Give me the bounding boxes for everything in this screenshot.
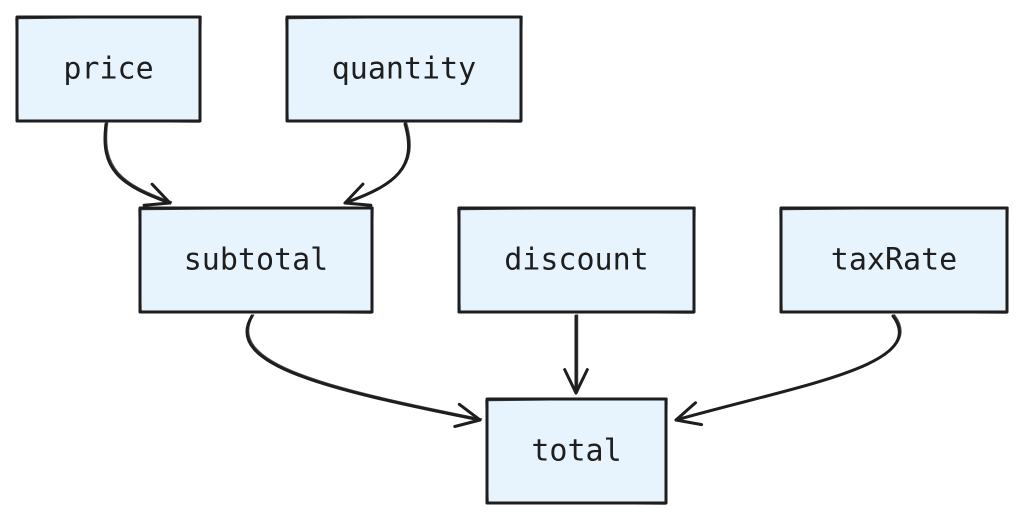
- node-label: quantity: [332, 52, 477, 87]
- node-box: [779, 206, 1009, 314]
- node-quantity[interactable]: quantity: [285, 15, 523, 123]
- node-price[interactable]: price: [15, 15, 202, 123]
- edge-line: [103, 122, 172, 205]
- node-box: [457, 206, 696, 314]
- edge-price-to-subtotal: [103, 122, 173, 207]
- edge-line: [674, 314, 901, 422]
- arrow-head-icon: [343, 182, 373, 207]
- node-box-sketch: [457, 206, 696, 314]
- arrow-head-icon: [674, 401, 704, 427]
- node-taxRate[interactable]: taxRate: [779, 206, 1009, 314]
- node-label: total: [531, 434, 621, 469]
- node-box-sketch: [285, 15, 523, 123]
- arrow-head-icon: [453, 402, 482, 428]
- arrow-head-icon: [142, 182, 172, 207]
- edge-subtotal-to-total: [245, 314, 483, 428]
- node-box-sketch: [485, 397, 668, 505]
- edge-discount-to-total: [563, 314, 589, 395]
- node-label: discount: [504, 243, 649, 278]
- edge-taxRate-to-total: [674, 314, 902, 427]
- node-total[interactable]: total: [485, 397, 668, 505]
- node-label: taxRate: [831, 243, 957, 278]
- edge-line: [245, 314, 482, 422]
- node-discount[interactable]: discount: [457, 206, 696, 314]
- edge-quantity-to-subtotal: [343, 122, 411, 207]
- node-box-sketch: [779, 206, 1009, 314]
- edge-line-sketch: [247, 314, 483, 420]
- node-box-sketch: [138, 206, 374, 314]
- edge-line-sketch: [676, 314, 902, 420]
- node-label: price: [63, 52, 153, 87]
- edges-layer: [103, 122, 902, 428]
- arrow-head-icon: [563, 368, 589, 395]
- edge-line-sketch: [345, 122, 411, 203]
- node-subtotal[interactable]: subtotal: [138, 206, 374, 314]
- nodes-layer: price quantity subtotal discount taxRate tota…: [15, 15, 1009, 505]
- edge-line-sketch: [105, 122, 173, 203]
- node-box-sketch: [15, 15, 202, 123]
- node-label: subtotal: [184, 243, 329, 278]
